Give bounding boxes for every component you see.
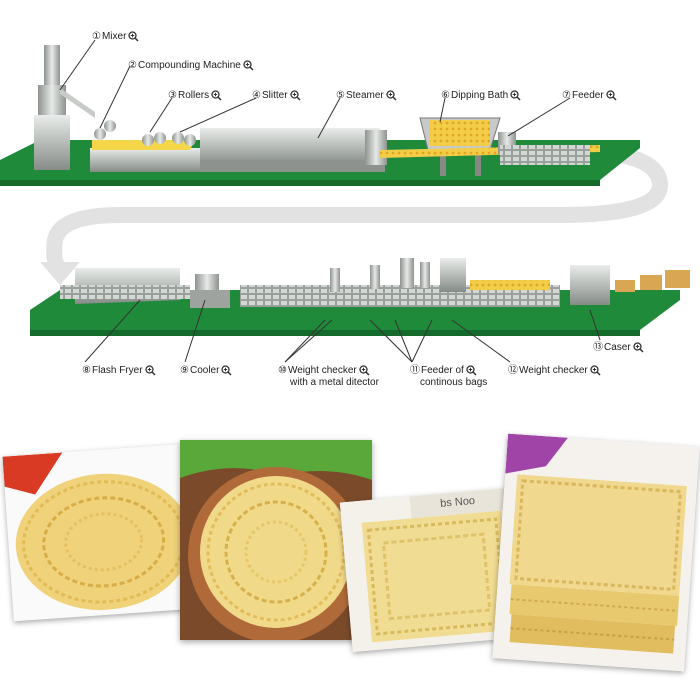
steamer-machine bbox=[200, 128, 387, 172]
production-line-diagram bbox=[0, 39, 690, 363]
noodle-photo-stacked-blocks bbox=[492, 433, 700, 672]
label-slitter: ④Slitter bbox=[252, 90, 301, 102]
zoom-in-icon[interactable] bbox=[386, 90, 397, 101]
zoom-in-icon[interactable] bbox=[243, 60, 254, 71]
zoom-in-icon[interactable] bbox=[633, 342, 644, 353]
dipping-bath-machine bbox=[419, 117, 501, 176]
label-leader-lines bbox=[59, 39, 601, 363]
label-steamer: ⑤Steamer bbox=[336, 90, 397, 102]
label-weight-checker: ⑫Weight checker bbox=[508, 365, 601, 377]
zoom-in-icon[interactable] bbox=[590, 365, 601, 376]
label-cooler: ⑨Cooler bbox=[180, 365, 232, 377]
feeder-machine bbox=[498, 132, 590, 165]
cooler-machine bbox=[190, 274, 230, 308]
label-caser: ⑬Caser bbox=[593, 342, 644, 354]
zoom-in-icon[interactable] bbox=[221, 365, 232, 376]
mixer-machine bbox=[34, 45, 95, 170]
zoom-in-icon[interactable] bbox=[510, 90, 521, 101]
zoom-in-icon[interactable] bbox=[289, 90, 301, 101]
caser-machine bbox=[570, 265, 690, 305]
zoom-in-icon[interactable] bbox=[128, 31, 139, 42]
label-feeder: ⑦Feeder bbox=[562, 90, 617, 102]
zoom-in-icon[interactable] bbox=[606, 90, 617, 101]
noodle-photo-plate bbox=[180, 440, 372, 640]
label-rollers: ③Rollers bbox=[168, 90, 222, 102]
noodle-photo-block-package: bs Noo bbox=[339, 487, 521, 653]
zoom-in-icon[interactable] bbox=[144, 365, 156, 376]
noodle-photo-round-cake bbox=[2, 443, 200, 622]
rollers-machine bbox=[142, 132, 196, 146]
flash-fryer-machine bbox=[60, 268, 190, 304]
label-dipping-bath: ⑥Dipping Bath bbox=[441, 90, 521, 102]
label-compounding-machine: ②Compounding Machine bbox=[128, 60, 254, 72]
flow-arrow-head bbox=[40, 262, 80, 285]
compounding-machine bbox=[90, 120, 200, 172]
label-mixer: ①Mixer bbox=[92, 31, 139, 43]
weight-checker-conveyor bbox=[240, 258, 560, 307]
zoom-in-icon[interactable] bbox=[211, 90, 222, 101]
label-flash-fryer: ⑧Flash Fryer bbox=[82, 365, 156, 377]
zoom-in-icon[interactable] bbox=[359, 365, 370, 376]
flow-return-arrow bbox=[46, 142, 669, 278]
zoom-in-icon[interactable] bbox=[466, 365, 477, 376]
